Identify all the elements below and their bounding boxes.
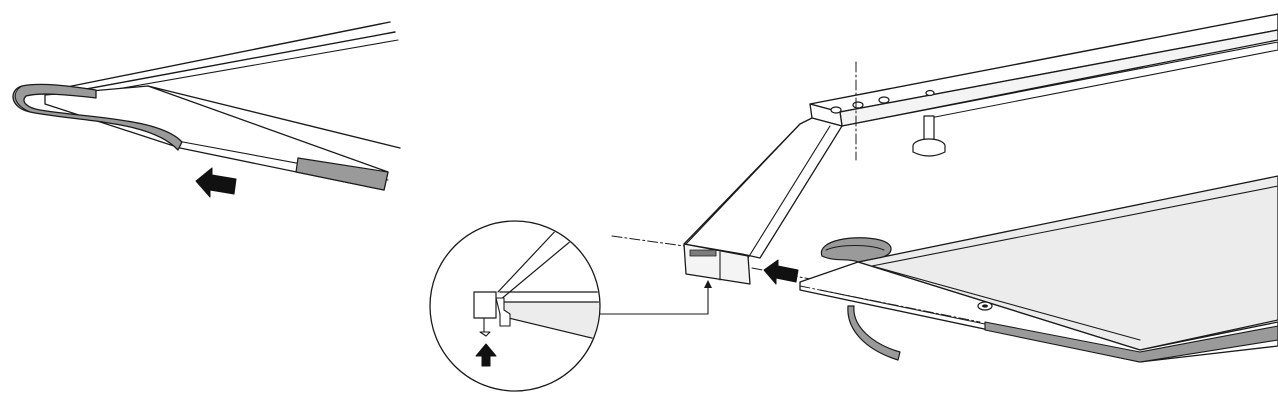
leader-arrowhead <box>704 280 712 288</box>
stand-assembly-view <box>597 13 1278 315</box>
panel-strip-roll <box>820 237 892 263</box>
detail-leg-upper <box>497 225 561 293</box>
foot-post <box>923 115 935 141</box>
stand-beam-top <box>809 13 1278 113</box>
edge-strip-curl-inner <box>14 85 31 113</box>
foot-cap-side <box>912 145 946 157</box>
frame-top-inner-edge <box>69 31 396 93</box>
panel-strip-roll-inner <box>825 245 885 251</box>
panel-face <box>857 175 1278 351</box>
display-panel <box>799 175 1278 363</box>
detail-leg-lower <box>499 239 573 301</box>
left-arrow-icon-2 <box>763 259 799 285</box>
panel-strip-hanging <box>847 305 901 361</box>
screw-2 <box>852 101 864 109</box>
stand-beam-underside <box>841 41 1278 127</box>
leg-end-cap-slot <box>689 249 717 257</box>
foot-detail-magnifier <box>429 220 601 392</box>
screw-4 <box>925 89 935 97</box>
edge-strip-visible <box>295 157 389 191</box>
stand-beam-side <box>839 29 1278 127</box>
panel-screw-hole-inner <box>982 304 988 308</box>
alignment-line-upper <box>611 235 685 247</box>
panel-frame-inner-2 <box>871 265 1141 341</box>
panel-edge-strip <box>984 321 1278 363</box>
up-arrow-icon <box>475 343 497 367</box>
stand-leg-inner-edge <box>685 123 801 245</box>
screw-1 <box>830 106 842 114</box>
detail-end-cap <box>473 291 497 319</box>
corner-edge-view <box>12 21 401 198</box>
detail-screw <box>479 317 491 337</box>
panel-front-edge <box>799 261 1278 363</box>
stand-leg-side-edge <box>747 125 831 259</box>
panel-frame-inner <box>871 185 1278 267</box>
frame-top-inner-edge-2 <box>99 39 399 93</box>
left-arrow-icon <box>195 167 237 198</box>
frame-top-edge <box>61 21 391 89</box>
screw-3 <box>878 96 890 104</box>
stand-leg-top <box>683 117 843 259</box>
detail-leader-line <box>597 283 709 315</box>
edge-strip-curl <box>12 83 183 151</box>
detail-cap-clip <box>495 297 511 327</box>
panel-surface-edge <box>147 85 401 149</box>
